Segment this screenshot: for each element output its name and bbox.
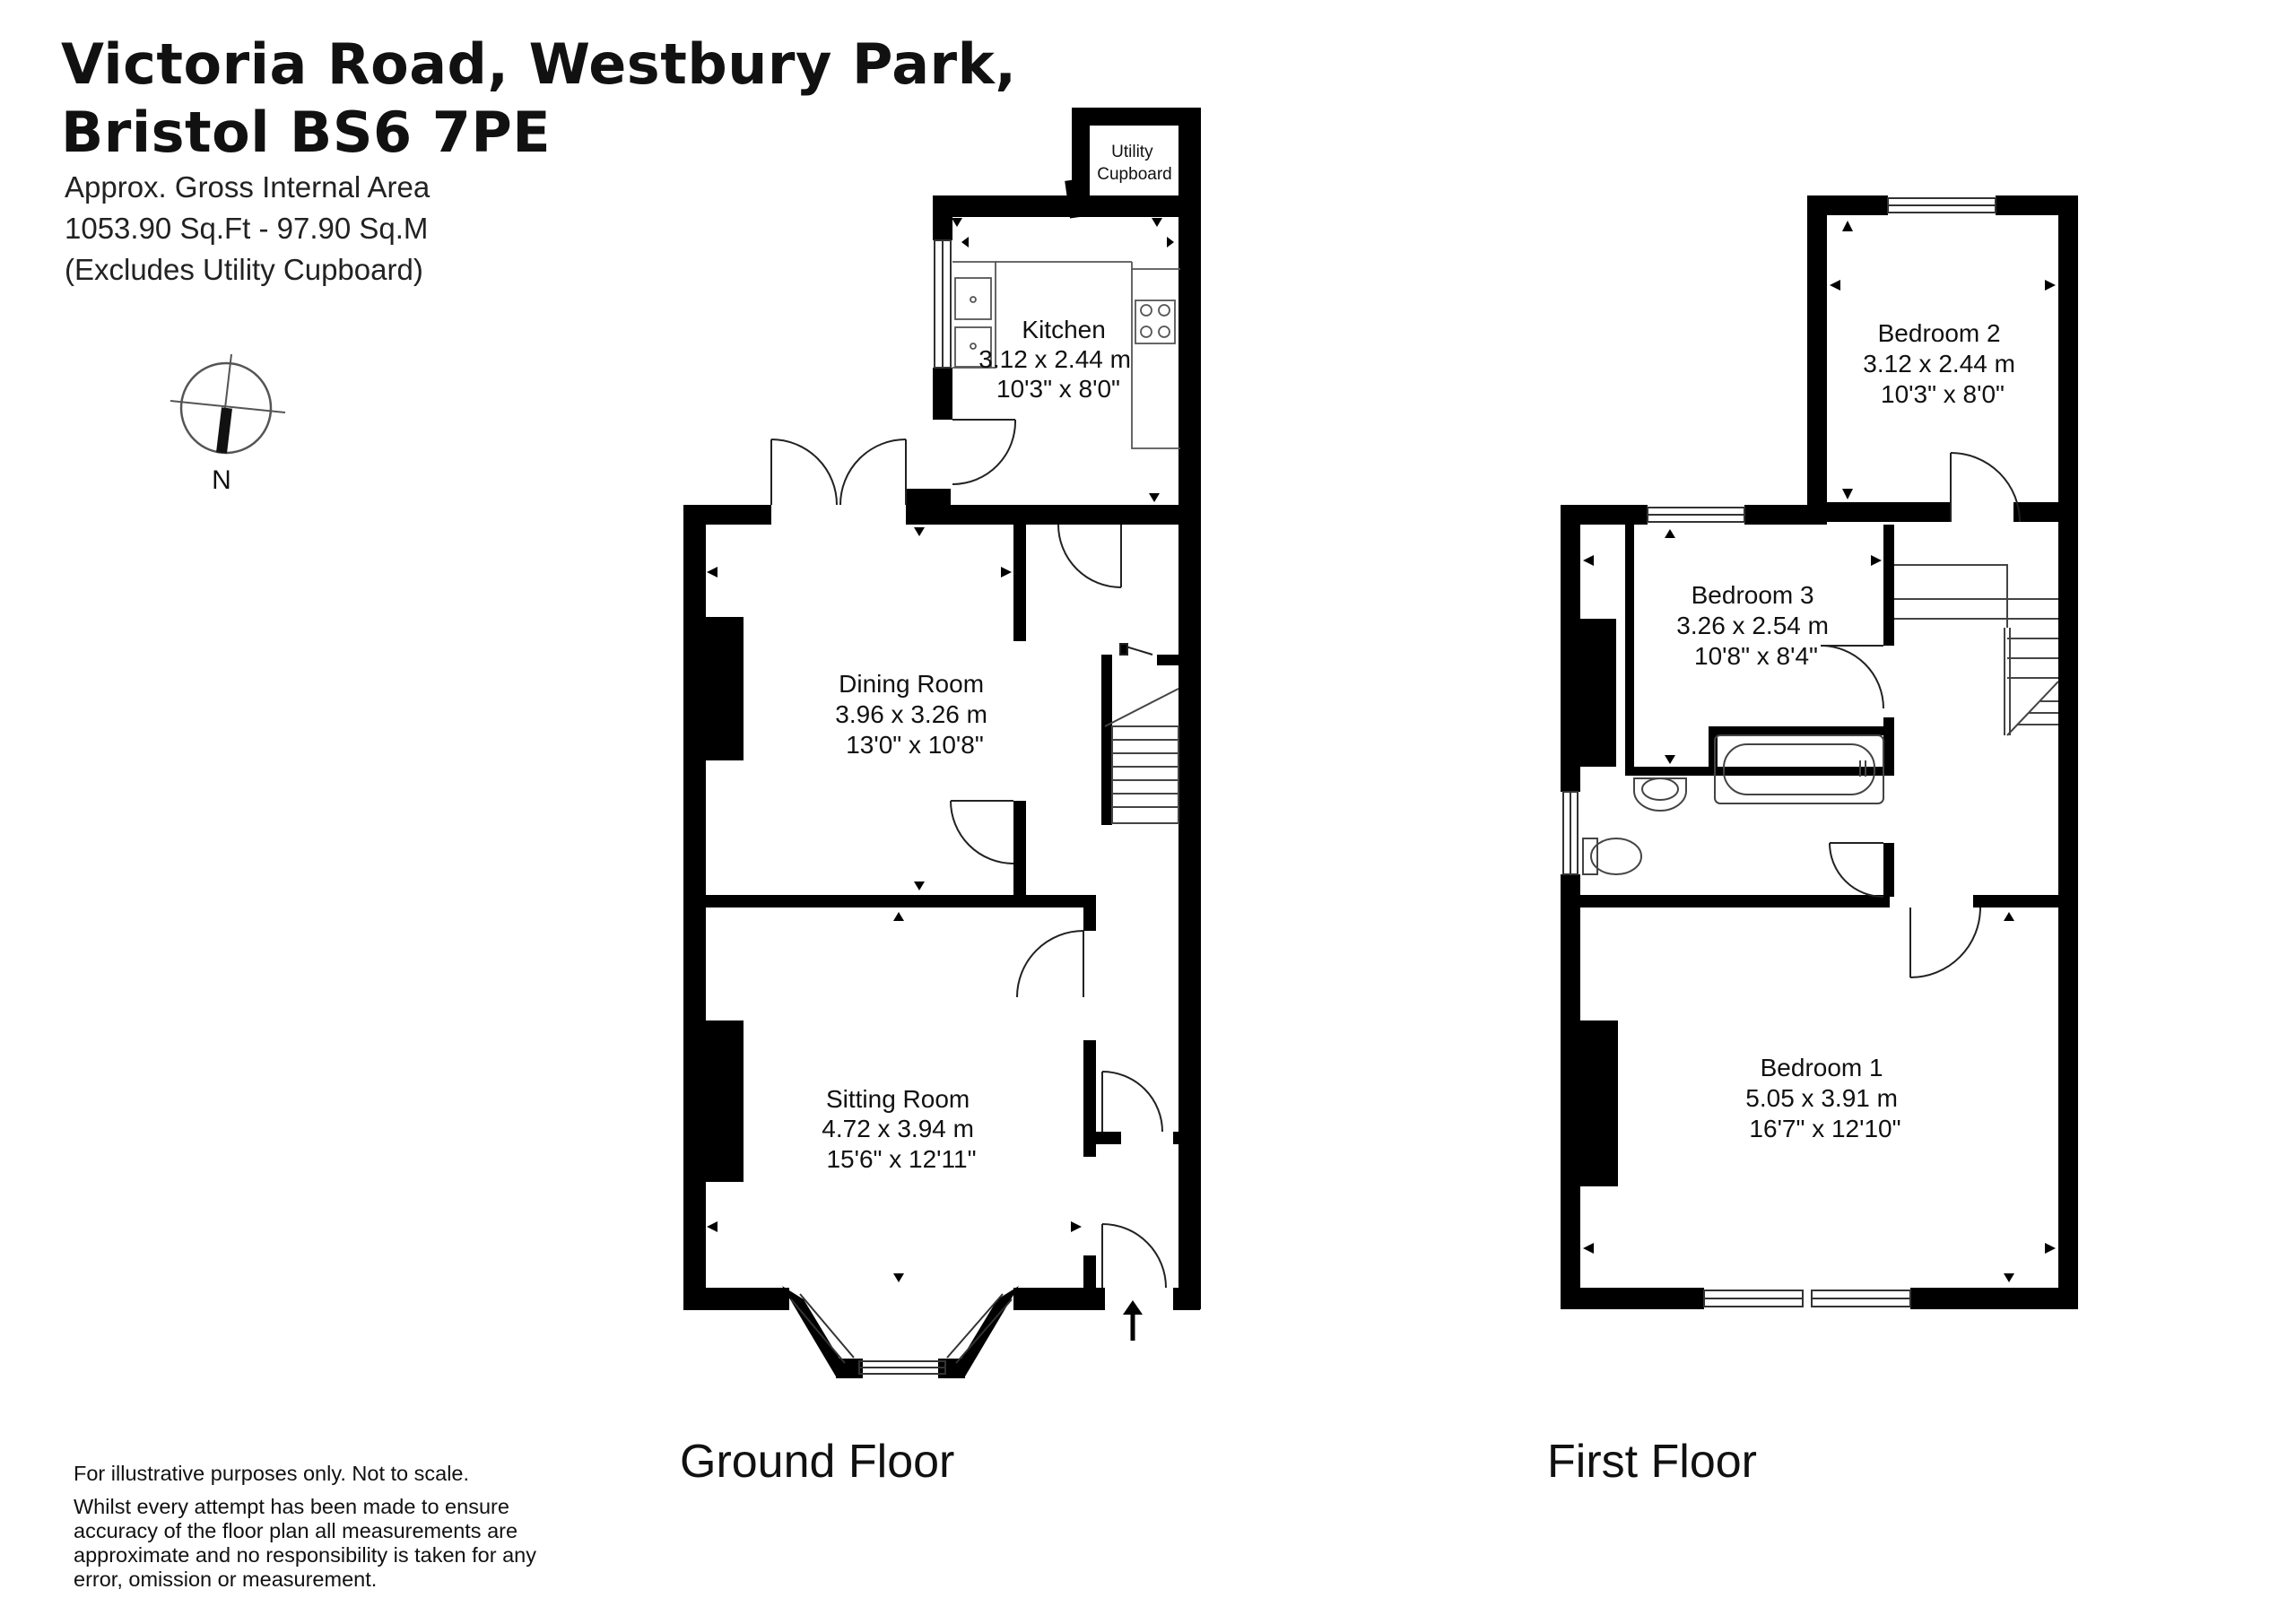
compass-north-label: N [212, 465, 231, 495]
bedroom-2-label: Bedroom 2 3.12 x 2.44 m 10'3" x 8'0" [1863, 319, 2022, 408]
disclaimer-scale-note: For illustrative purposes only. Not to s… [74, 1462, 470, 1485]
ground-floor-doors [770, 419, 1167, 1289]
title-line-2: Bristol BS6 7PE [61, 100, 552, 165]
kitchen-label: Kitchen 3.12 x 2.44 m 10'3" x 8'0" [978, 316, 1137, 403]
title-line-1: Victoria Road, Westbury Park, [61, 31, 1017, 97]
ground-room-labels: Utility Cupboard Kitchen 3.12 x 2.44 m 1… [822, 143, 1171, 1173]
area-label: Approx. Gross Internal Area [65, 170, 430, 204]
ground-dimension-markers [707, 218, 1174, 1282]
first-floor-windows [1562, 197, 1996, 1307]
ground-floor-walls [683, 108, 1201, 1378]
disclaimer-accuracy-note: Whilst every attempt has been made to en… [74, 1495, 536, 1591]
first-floor-stairs [1894, 564, 2059, 736]
sitting-room-label: Sitting Room 4.72 x 3.94 m 15'6" x 12'11… [822, 1085, 980, 1173]
area-value: 1053.90 Sq.Ft - 97.90 Sq.M [65, 212, 429, 245]
first-floor-walls [1561, 195, 2078, 1309]
ground-floor-plan: Utility Cupboard Kitchen 3.12 x 2.44 m 1… [683, 108, 1201, 1378]
first-dimension-markers [1583, 221, 2056, 1282]
ground-floor-stairs [1101, 655, 1179, 825]
ground-floor-label: Ground Floor [680, 1436, 955, 1488]
property-title: Victoria Road, Westbury Park, Bristol BS… [61, 30, 1016, 167]
bedroom-1-label: Bedroom 1 5.05 x 3.91 m 16'7" x 12'10" [1745, 1054, 1904, 1142]
first-floor-label: First Floor [1547, 1436, 1757, 1488]
disclaimer: For illustrative purposes only. Not to s… [74, 1462, 576, 1601]
first-floor-plan: Bedroom 2 3.12 x 2.44 m 10'3" x 8'0" Bed… [1561, 195, 2078, 1309]
dining-room-label: Dining Room 3.96 x 3.26 m 13'0" x 10'8" [835, 670, 994, 759]
utility-cupboard-label: Utility Cupboard [1097, 143, 1171, 184]
bedroom-3-label: Bedroom 3 3.26 x 2.54 m 10'8" x 8'4" [1676, 581, 1835, 670]
bathroom-fixtures [1582, 734, 1884, 875]
first-floor-doors [1820, 452, 2021, 978]
gross-internal-area: Approx. Gross Internal Area 1053.90 Sq.F… [65, 167, 430, 291]
compass: N [170, 353, 286, 495]
entrance-arrow-icon [1123, 1300, 1143, 1341]
area-exclusion-note: (Excludes Utility Cupboard) [65, 253, 423, 286]
kitchen-units [952, 261, 1180, 449]
bay-window [790, 1293, 1013, 1375]
kitchen-window [934, 239, 952, 369]
first-room-labels: Bedroom 2 3.12 x 2.44 m 10'3" x 8'0" Bed… [1676, 319, 2022, 1142]
